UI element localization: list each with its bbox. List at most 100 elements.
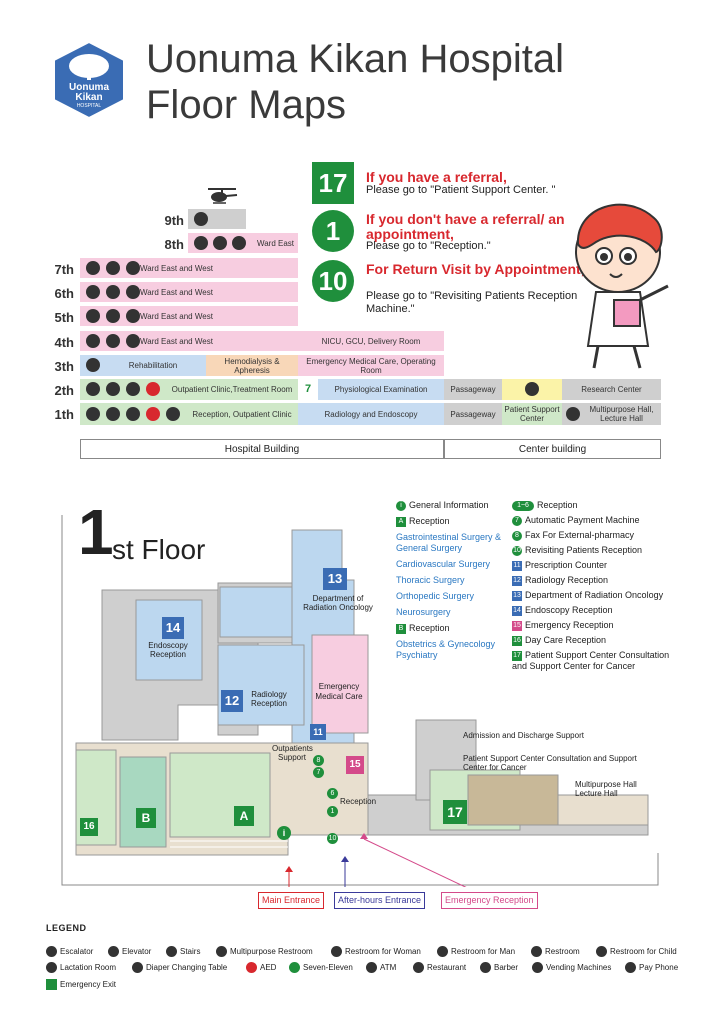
- floor-label-3: 3th: [54, 359, 75, 374]
- legend-cardiovascular: Cardiovascular Surgery: [396, 559, 491, 569]
- floor-1-patient-support: Patient Support Center: [502, 403, 562, 425]
- emergency-care-label: Emergency Medical Care: [315, 682, 363, 701]
- info-icon: i: [277, 826, 291, 840]
- lactation-room-icon: [46, 962, 57, 974]
- pay-phone-icon: [232, 236, 246, 250]
- seven-eleven-icon: 7: [298, 379, 318, 400]
- restroom-icon: [126, 285, 140, 299]
- center-building-label: Center building: [444, 439, 661, 459]
- floor-label-6: 6th: [54, 286, 75, 301]
- title-line-1: Uonuma Kikan Hospital: [146, 37, 564, 81]
- emergency-exit-icon: [46, 979, 57, 991]
- logo-text-3: HOSPITAL: [77, 103, 102, 109]
- badge-1: 1: [312, 210, 354, 252]
- pay-phone-icon: [106, 261, 120, 275]
- emergency-reception-label: Emergency Reception: [441, 892, 538, 909]
- restroom-for-man-icon: [437, 946, 448, 958]
- elevator-icon: [86, 261, 100, 275]
- elevator-icon: [86, 334, 100, 348]
- restroom-icon: [126, 261, 140, 275]
- legend-item-emergency-exit: Emergency Exit: [46, 979, 116, 991]
- lactation-room-icon: [126, 407, 140, 421]
- outpatients-support-label: Outpatients Support: [272, 744, 313, 762]
- diaper-changing-icon: [126, 382, 140, 396]
- restroom-icon: [566, 407, 580, 421]
- legend-thoracic: Thoracic Surgery: [396, 575, 465, 585]
- legend-orthopedic: Orthopedic Surgery: [396, 591, 475, 601]
- seven-eleven-icon: [289, 962, 300, 974]
- barber-icon: [480, 962, 491, 974]
- multipurpose-restroom-icon: [216, 946, 227, 958]
- legend-item-restroom: Restroom: [531, 946, 580, 958]
- marker-6: 6: [327, 788, 338, 799]
- floor-1-hall: Multipurpose Hall, Lecture Hall: [562, 403, 661, 425]
- badge-10: 10: [312, 260, 354, 302]
- page-title: Uonuma Kikan Hospital Floor Maps: [146, 36, 706, 128]
- floor-3-emergency: Emergency Medical Care, Operating Room: [298, 355, 444, 376]
- room-11-badge: 11: [310, 724, 326, 740]
- instruction-head: If you don't have a referral/ an appoint…: [366, 211, 565, 242]
- legend-obstetrics: Obstetrics & Gynecology Psychiatry: [396, 639, 496, 660]
- logo-text-2: Kikan: [75, 92, 102, 103]
- restroom-for-child-icon: [596, 946, 607, 958]
- room-14-badge: 14: [162, 617, 184, 639]
- room-15-badge: 15: [346, 756, 364, 774]
- elevator-icon: [86, 382, 100, 396]
- marker-10: 10: [327, 833, 338, 844]
- badge-17: 17: [312, 162, 354, 204]
- restaurant-icon: [413, 962, 424, 974]
- floor-word: st Floor: [112, 534, 206, 565]
- legend-gi-surgery: Gastrointestinal Surgery & General Surge…: [396, 532, 502, 553]
- floor-label-7: 7th: [54, 262, 75, 277]
- restroom-icon: [106, 382, 120, 396]
- after-hours-entrance-label: After-hours Entrance: [334, 892, 426, 909]
- stairs-icon: [166, 946, 177, 958]
- pay-phone-icon: [106, 309, 120, 323]
- legend-item-atm: ATM: [366, 962, 396, 974]
- legend-item-restroom-for-woman: Restroom for Woman: [331, 946, 421, 958]
- instruction-return-visit: 10 For Return Visit by Appointment, Plea…: [312, 260, 612, 316]
- floor-label-4: 4th: [54, 335, 75, 350]
- admission-label: Admission and Discharge Support: [463, 731, 584, 740]
- instruction-no-referral: 1 If you don't have a referral/ an appoi…: [312, 210, 612, 256]
- hall-label: Multipurpose Hall Lecture Hall: [575, 780, 637, 798]
- title-line-2: Floor Maps: [146, 83, 347, 127]
- instruction-sub: Please go to "Reception.": [366, 240, 491, 252]
- room-14-label: Endoscopy Reception: [148, 641, 188, 659]
- diaper-changing-table-icon: [132, 962, 143, 974]
- room-13-badge: 13: [323, 568, 347, 590]
- hospital-logo: Uonuma Kikan HOSPITAL: [53, 40, 125, 120]
- room-16-badge: 16: [80, 818, 98, 836]
- legend-item-multipurpose-restroom: Multipurpose Restroom: [216, 946, 313, 958]
- pay-phone-icon: [106, 334, 120, 348]
- legend-item-barber: Barber: [480, 962, 518, 974]
- floor-label-5: 5th: [54, 310, 75, 325]
- elevator-icon: [108, 946, 119, 958]
- floor-1-radiology: Radiology and Endoscopy: [298, 403, 444, 425]
- instruction-sub: Please go to "Patient Support Center. ": [366, 184, 556, 196]
- legend-title: LEGEND: [46, 923, 87, 933]
- legend-neurosurgery: Neurosurgery: [396, 607, 451, 617]
- reception-b-badge: B: [136, 808, 156, 828]
- helicopter-icon: [208, 188, 238, 204]
- restroom-icon: [213, 236, 227, 250]
- elevator-icon: [86, 309, 100, 323]
- marker-8: 8: [313, 755, 324, 766]
- legend-item-elevator: Elevator: [108, 946, 151, 958]
- floor-number: 1: [78, 496, 114, 568]
- floor-label-2: 2th: [54, 383, 75, 398]
- reception-label: Reception: [340, 797, 377, 806]
- room-17-badge: 17: [443, 800, 467, 824]
- escalator-icon: [46, 946, 57, 958]
